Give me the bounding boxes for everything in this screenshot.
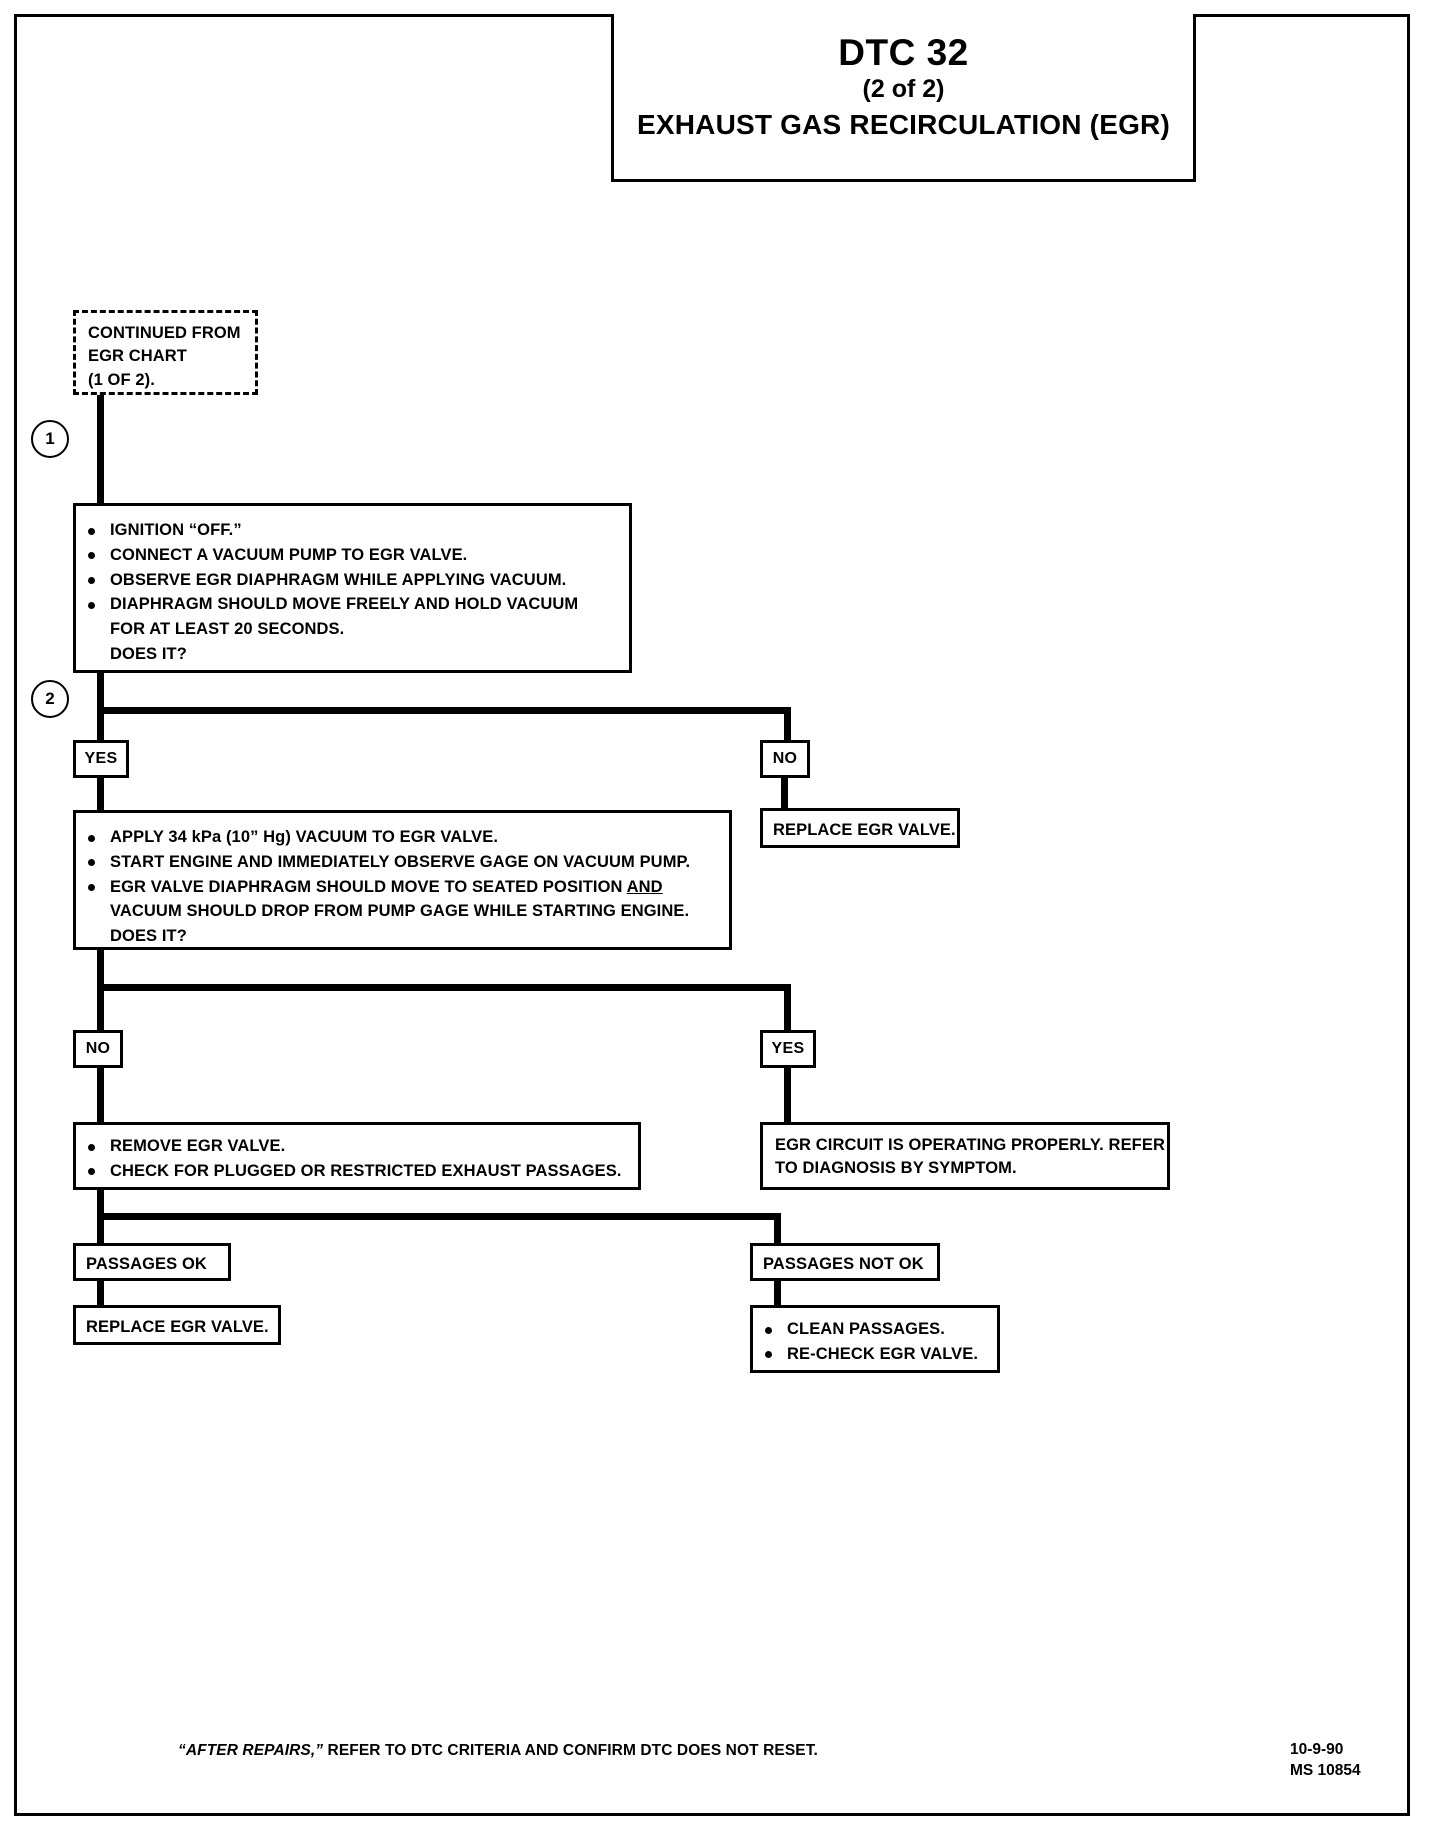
connector-step2-down xyxy=(97,950,104,990)
step1-bullet-2: CONNECT A VACUUM PUMP TO EGR VALVE. xyxy=(80,543,625,568)
branch2-no-box: NO xyxy=(73,1030,123,1068)
step1-bullet-3: OBSERVE EGR DIAPHRAGM WHILE APPLYING VAC… xyxy=(80,568,625,593)
connector-step1-down xyxy=(97,673,104,713)
step-number-1: 1 xyxy=(31,420,69,458)
branch2-yes-line-2: TO DIAGNOSIS BY SYMPTOM. xyxy=(775,1159,1017,1178)
branch3-notok-result-box: CLEAN PASSAGES. RE-CHECK EGR VALVE. xyxy=(750,1305,1000,1373)
branch1-no-box: NO xyxy=(760,740,810,778)
connector-continued-to-step1 xyxy=(97,395,104,505)
branch3-notok-label: PASSAGES NOT OK xyxy=(763,1255,924,1273)
system-title: EXHAUST GAS RECIRCULATION (EGR) xyxy=(636,109,1171,141)
branch1-no-result-box: REPLACE EGR VALVE. xyxy=(760,808,960,848)
connector-step2-bus xyxy=(97,984,791,991)
step2-bullet-3: EGR VALVE DIAPHRAGM SHOULD MOVE TO SEATE… xyxy=(80,875,725,900)
connector-yes1-to-step2 xyxy=(97,778,104,810)
branch3-notok-bullet-1: CLEAN PASSAGES. xyxy=(757,1317,993,1342)
branch3-ok-result-text: REPLACE EGR VALVE. xyxy=(86,1318,269,1336)
dtc-code: DTC 32 xyxy=(838,32,969,73)
connector-remove-down xyxy=(97,1190,104,1220)
connector-step1-bus xyxy=(97,707,791,714)
branch1-no-result-text: REPLACE EGR VALVE. xyxy=(773,821,956,839)
branch3-notok-bullet-2: RE-CHECK EGR VALVE. xyxy=(757,1342,993,1367)
continued-line-3: (1 OF 2). xyxy=(88,370,155,389)
connector-passages-horizontal xyxy=(97,1213,781,1220)
footer-doc-info: 10-9-90 MS 10854 xyxy=(1290,1740,1361,1782)
connector-yes2-to-circuit-ok xyxy=(784,1068,791,1126)
footer-date: 10-9-90 xyxy=(1290,1741,1344,1758)
footer-note-italic: “AFTER REPAIRS,” xyxy=(178,1742,324,1759)
branch3-notok-result-list: CLEAN PASSAGES. RE-CHECK EGR VALVE. xyxy=(757,1317,993,1367)
step2-question: DOES IT? xyxy=(110,927,187,945)
connector-ok-to-replace xyxy=(97,1281,104,1308)
step1-box: IGNITION “OFF.” CONNECT A VACUUM PUMP TO… xyxy=(73,503,632,673)
step1-question: DOES IT? xyxy=(110,644,187,663)
step2-instruction-list: APPLY 34 kPa (10” Hg) VACUUM TO EGR VALV… xyxy=(80,825,725,949)
connector-passages-notok-stem xyxy=(774,1213,781,1246)
step2-box: APPLY 34 kPa (10” Hg) VACUUM TO EGR VALV… xyxy=(73,810,732,950)
step2-bullet-3-underlined: AND xyxy=(626,877,663,896)
connector-no2-to-remove xyxy=(97,1068,104,1126)
branch3-notok-tag: PASSAGES NOT OK xyxy=(750,1243,940,1281)
branch2-yes-result-box: EGR CIRCUIT IS OPERATING PROPERLY. REFER… xyxy=(760,1122,1170,1190)
step-number-2: 2 xyxy=(31,680,69,718)
step2-bullet-2: START ENGINE AND IMMEDIATELY OBSERVE GAG… xyxy=(80,850,725,875)
step2-bullet-3-cont: VACUUM SHOULD DROP FROM PUMP GAGE WHILE … xyxy=(110,902,690,921)
step1-bullet-4-cont: FOR AT LEAST 20 SECONDS. xyxy=(110,620,345,638)
continued-from-box: CONTINUED FROM EGR CHART (1 OF 2). xyxy=(73,310,258,395)
step1-bullet-1: IGNITION “OFF.” xyxy=(80,518,625,543)
branch2-no-result-box: REMOVE EGR VALVE. CHECK FOR PLUGGED OR R… xyxy=(73,1122,641,1190)
branch2-yes-box: YES xyxy=(760,1030,816,1068)
continued-line-2: EGR CHART xyxy=(88,347,187,366)
connector-no1-to-replace xyxy=(781,778,788,810)
continued-line-1: CONTINUED FROM xyxy=(88,324,241,342)
branch2-no-result-list: REMOVE EGR VALVE. CHECK FOR PLUGGED OR R… xyxy=(80,1134,634,1184)
connector-passages-ok-stem xyxy=(97,1213,104,1246)
branch3-ok-label: PASSAGES OK xyxy=(86,1255,207,1273)
step2-bullet-1: APPLY 34 kPa (10” Hg) VACUUM TO EGR VALV… xyxy=(80,825,725,850)
step2-bullet-3-pre: EGR VALVE DIAPHRAGM SHOULD MOVE TO SEATE… xyxy=(110,877,627,896)
branch3-ok-result-box: REPLACE EGR VALVE. xyxy=(73,1305,281,1345)
branch2-no-bullet-2: CHECK FOR PLUGGED OR RESTRICTED EXHAUST … xyxy=(80,1159,634,1184)
connector-step1-yes-stem xyxy=(97,707,104,740)
connector-step2-yes-stem xyxy=(784,984,791,1059)
branch2-no-bullet-1: REMOVE EGR VALVE. xyxy=(80,1134,634,1159)
connector-step1-no-stem xyxy=(784,707,791,740)
page-of-label: (2 of 2) xyxy=(862,75,945,104)
connector-step2-no-stem xyxy=(97,984,104,1059)
branch3-ok-tag: PASSAGES OK xyxy=(73,1243,231,1281)
step1-bullet-4: DIAPHRAGM SHOULD MOVE FREELY AND HOLD VA… xyxy=(80,592,625,617)
footer-doc-id: MS 10854 xyxy=(1290,1761,1361,1779)
step1-instruction-list: IGNITION “OFF.” CONNECT A VACUUM PUMP TO… xyxy=(80,518,625,667)
branch2-yes-line-1: EGR CIRCUIT IS OPERATING PROPERLY. REFER xyxy=(775,1136,1165,1154)
footer-after-repairs-note: “AFTER REPAIRS,” REFER TO DTC CRITERIA A… xyxy=(178,1742,818,1760)
branch1-yes-box: YES xyxy=(73,740,129,778)
connector-notok-to-clean xyxy=(774,1281,781,1308)
footer-note-rest: REFER TO DTC CRITERIA AND CONFIRM DTC DO… xyxy=(323,1742,818,1759)
title-block: DTC 32 (2 of 2) EXHAUST GAS RECIRCULATIO… xyxy=(611,14,1196,182)
